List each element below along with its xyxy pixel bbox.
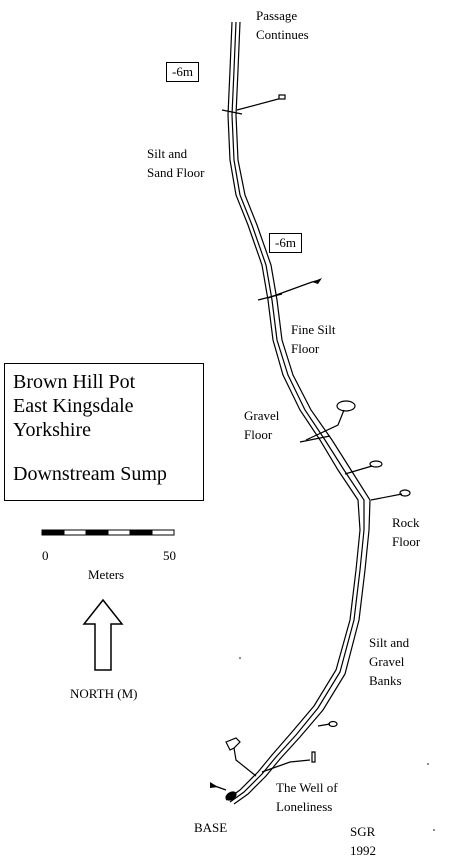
north-label: NORTH (M) — [70, 686, 138, 701]
side-passage-2-end — [312, 278, 322, 284]
well-passage — [261, 759, 311, 773]
cross-section-c — [299, 435, 331, 443]
depth-marker-lower: -6m — [269, 233, 302, 253]
title-county: Yorkshire — [13, 419, 91, 441]
side-passage-1-end — [278, 94, 286, 100]
depth-marker-upper: -6m — [166, 62, 199, 82]
title-area: East Kingsdale — [13, 395, 134, 417]
side-passage-6-chamber — [328, 720, 338, 728]
left-chamber-link — [233, 747, 257, 777]
title-cave-name: Brown Hill Pot — [13, 371, 136, 393]
cross-section-b — [257, 293, 283, 301]
base-sump-pool — [225, 791, 237, 801]
cross-section-a — [221, 109, 243, 115]
side-passage-1 — [236, 97, 283, 111]
passage-wall-right — [233, 21, 371, 805]
scale-bar — [41, 529, 175, 536]
side-passage-3-chamber — [336, 400, 356, 412]
passage-wall-mid — [229, 21, 365, 803]
scale-unit-label: Meters — [88, 567, 125, 582]
label-gravel-floor: Gravel Floor — [244, 408, 280, 442]
left-chamber — [225, 737, 241, 751]
scale-min-label: 0 — [42, 548, 49, 563]
side-passage-3 — [305, 409, 345, 441]
north-arrow-icon — [82, 598, 124, 671]
well-shaft — [311, 751, 316, 763]
side-passage-4 — [344, 465, 373, 475]
passage-wall-left — [225, 21, 361, 801]
survey-credit: SGR 1992 — [350, 824, 376, 858]
label-silt-gravel-banks: Silt and Gravel Banks — [369, 635, 410, 688]
map-title-box: Brown Hill Pot East Kingsdale Yorkshire … — [4, 363, 204, 501]
side-passage-5 — [370, 493, 403, 501]
base-arrow-head — [210, 782, 218, 788]
label-well-of-loneliness: The Well of Loneliness — [276, 780, 338, 814]
label-fine-silt-floor: Fine Silt Floor — [291, 322, 336, 356]
scale-max-label: 50 — [163, 548, 176, 563]
side-passage-5-chamber — [399, 489, 411, 497]
label-passage-continues: Passage Continues — [256, 8, 309, 42]
side-passage-6 — [317, 723, 331, 727]
side-passage-4-chamber — [369, 460, 383, 468]
label-rock-floor: Rock Floor — [392, 515, 421, 549]
label-base: BASE — [194, 820, 228, 835]
label-silt-sand-floor: Silt and Sand Floor — [147, 146, 205, 180]
title-section: Downstream Sump — [13, 463, 167, 485]
